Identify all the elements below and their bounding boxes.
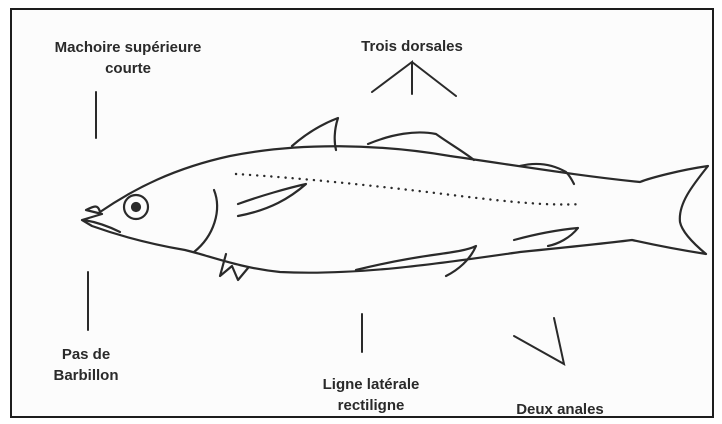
fish-pupil xyxy=(132,203,140,211)
pointer-anales xyxy=(514,318,564,364)
label-barbillon-line2: Barbillon xyxy=(36,365,136,386)
label-dorsales-line1: Trois dorsales xyxy=(332,36,492,57)
label-ligne-line1: Ligne latérale xyxy=(286,374,456,395)
fish-pectoral-fin xyxy=(238,184,306,216)
label-machoire-line1: Machoire supérieure xyxy=(28,37,228,58)
label-pas-de-barbillon: Pas de Barbillon xyxy=(36,344,136,386)
label-deux-anales: Deux anales xyxy=(490,399,630,420)
label-anales-line1: Deux anales xyxy=(490,399,630,420)
label-machoire-line2: courte xyxy=(28,58,228,79)
label-ligne-laterale: Ligne latérale rectiligne xyxy=(286,374,456,416)
fish-dorsal-fin-2 xyxy=(368,132,474,160)
fish-anal-fin-2 xyxy=(514,228,578,246)
label-barbillon-line1: Pas de xyxy=(36,344,136,365)
label-ligne-line2: rectiligne xyxy=(286,395,456,416)
fish-gill xyxy=(194,190,217,252)
fish-body-outline xyxy=(82,146,708,272)
label-machoire-superieure: Machoire supérieure courte xyxy=(28,37,228,79)
pointer-dorsales xyxy=(372,62,456,96)
label-trois-dorsales: Trois dorsales xyxy=(332,36,492,57)
